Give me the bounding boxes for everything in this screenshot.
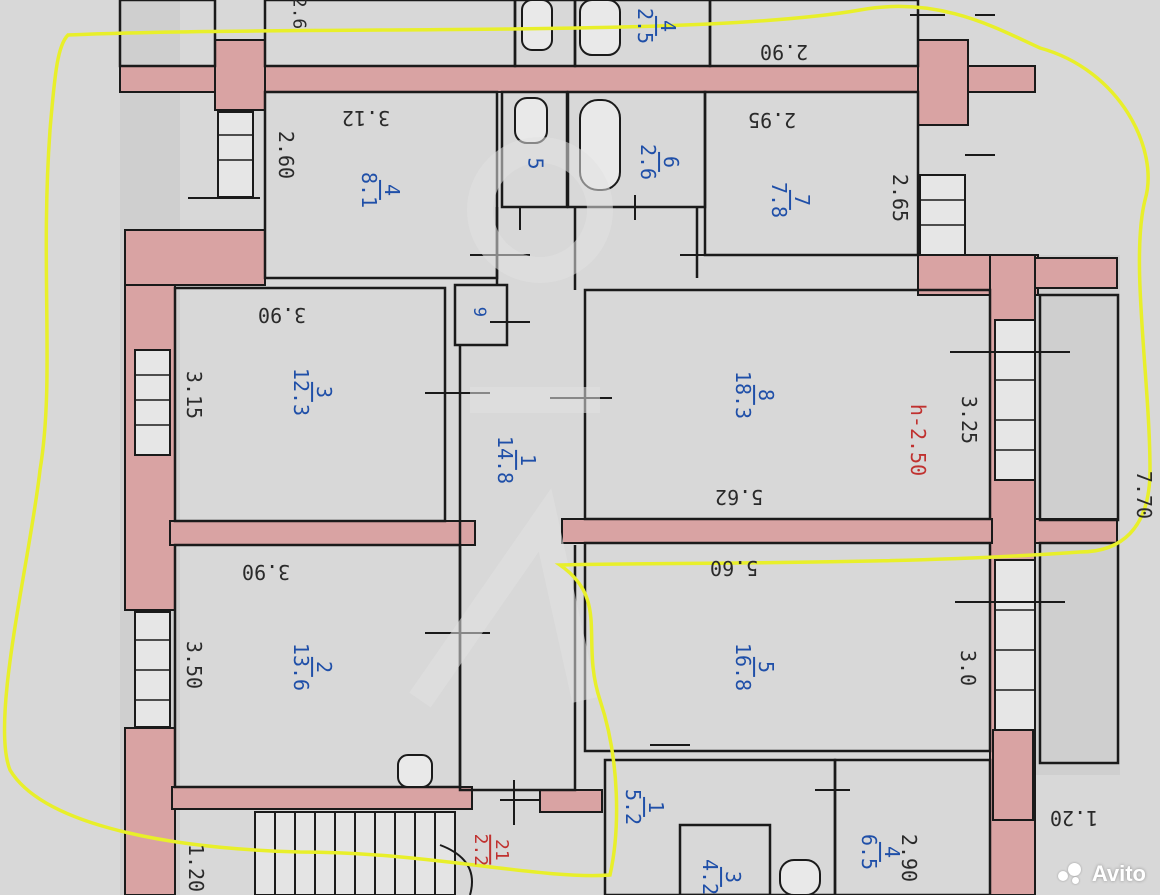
selection-highlight (2, 4, 1152, 878)
sink-icon (779, 859, 821, 895)
window-room-8 (994, 319, 1036, 481)
avito-watermark: Avito (1057, 861, 1146, 887)
wall-bottom (171, 786, 473, 810)
wall-right-lower (992, 729, 1034, 821)
toilet-icon (514, 97, 548, 144)
dim-label: 3.25 (957, 395, 982, 445)
dim-label: 2.65 (888, 173, 913, 223)
dim-label: 5.60 (710, 556, 759, 580)
toilet-top-icon (521, 0, 553, 51)
dim-label: 3.50 (182, 640, 207, 690)
dim-label: 7.70 (1132, 470, 1157, 520)
window-room-7 (919, 174, 966, 256)
dim-label: 2.95 (748, 108, 797, 132)
wall-partition-8-5 (561, 518, 993, 544)
dim-label: 2.90 (897, 833, 922, 883)
window-room-3 (134, 349, 171, 456)
window-room-5 (994, 559, 1036, 731)
window-ticks (135, 134, 1035, 701)
room-3-outline (173, 286, 447, 523)
dim-label: 1.20 (1050, 806, 1099, 830)
wall-pier-top-left (214, 39, 266, 111)
dim-label: 1.20 (184, 843, 209, 893)
dim-label: 3.0 (956, 649, 981, 687)
wall-bottom-mid (539, 789, 603, 813)
wall-right-ext (1034, 257, 1118, 289)
dim-label: 3.15 (182, 370, 207, 420)
dim-label: 5.62 (715, 485, 764, 509)
room-label-9: 9 (469, 306, 490, 318)
dim-label: 2.90 (760, 40, 809, 64)
wall-pier-top-right (917, 39, 969, 126)
wall-left-bottom (124, 727, 176, 895)
wall-partition-3-2 (169, 520, 476, 546)
ceiling-height-label: h-2.50 (906, 403, 931, 477)
dim-label: 2.6 (288, 0, 310, 30)
room-label-5-bath: 5 (523, 157, 548, 170)
wall-partition-ext (1034, 518, 1118, 544)
dim-label: 3.90 (242, 560, 291, 584)
wall-pier-left (124, 229, 266, 286)
dim-label: 3.90 (258, 303, 307, 327)
dim-label: 3.12 (342, 106, 391, 130)
window-room-4 (217, 111, 254, 198)
room-9-outline (453, 283, 509, 347)
dim-label: 2.60 (274, 130, 299, 180)
background-watermark (409, 137, 613, 708)
avito-logo-icon (1057, 863, 1086, 885)
stove-icon (397, 754, 433, 788)
stairs (254, 811, 473, 895)
